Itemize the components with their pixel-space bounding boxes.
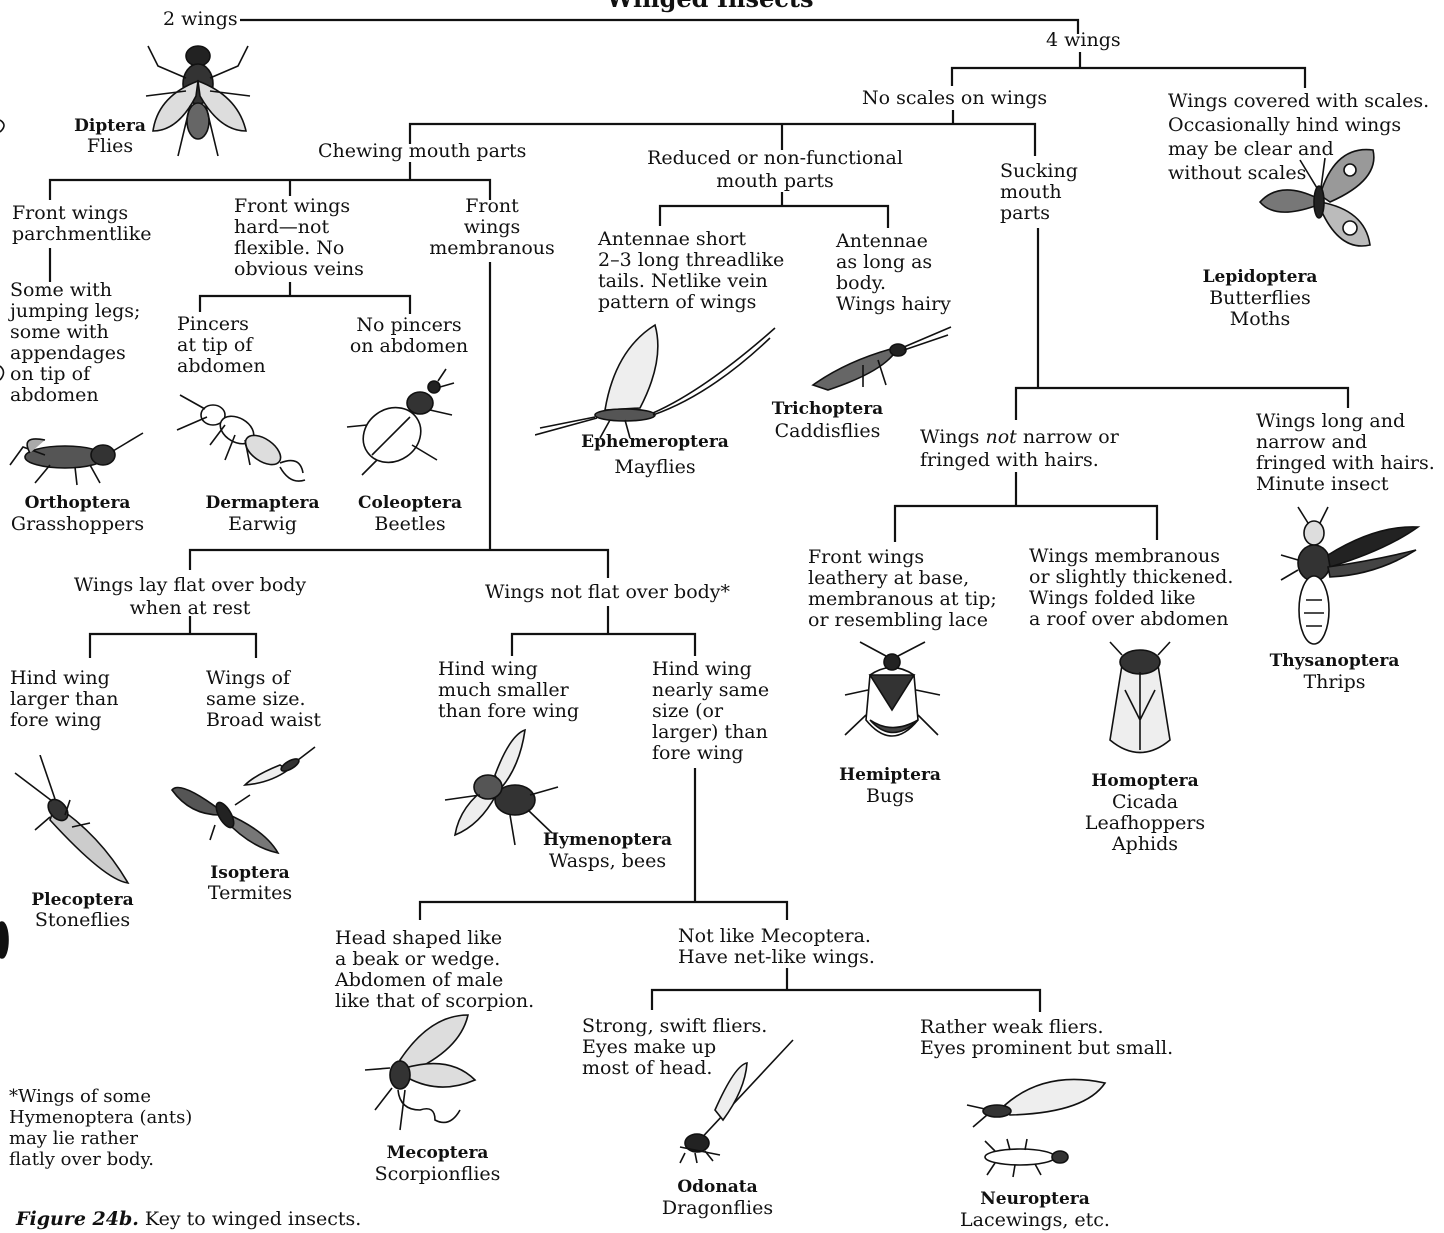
common-isoptera: Termites <box>207 882 293 904</box>
common-neuroptera: Lacewings, etc. <box>960 1209 1110 1231</box>
order-dermaptera: Dermaptera <box>205 493 320 513</box>
order-neuroptera: Neuroptera <box>980 1189 1090 1209</box>
order-thysanoptera: Thysanoptera <box>1269 651 1400 671</box>
label-leathery: Front wings leathery at base, membranous… <box>808 546 997 631</box>
label-beak: Head shaped like a beak or wedge. Abdome… <box>335 927 535 1012</box>
label-not-narrow: Wings not narrow or fringed with hairs. <box>920 426 1119 471</box>
order-mecoptera: Mecoptera <box>386 1143 489 1163</box>
footnote: *Wings of some Hymenoptera (ants) may li… <box>9 1086 193 1170</box>
label-sucking: Sucking mouth parts <box>1000 160 1078 224</box>
caddisfly-illustration <box>811 326 952 391</box>
label-scales: Wings covered with scales. Occasionally … <box>1168 90 1430 184</box>
label-weak-fliers: Rather weak fliers. Eyes prominent but s… <box>920 1016 1174 1059</box>
fly-illustration <box>145 45 251 157</box>
common-odonata: Dragonflies <box>661 1197 774 1219</box>
label-antennae-long: Antennae as long as body. Wings hairy <box>836 230 951 315</box>
common-trichoptera: Caddisflies <box>774 420 881 442</box>
scorpionfly-illustration <box>364 1014 477 1131</box>
termite-illustration <box>170 746 316 855</box>
order-hymenoptera: Hymenoptera <box>543 830 672 850</box>
common-hymenoptera: Wasps, bees <box>548 850 667 872</box>
common-coleoptera: Beetles <box>374 513 446 535</box>
order-homoptera: Homoptera <box>1091 771 1199 791</box>
label-front-parchment: Front wings parchmentlike <box>12 202 152 245</box>
diagram-title: Winged Insects <box>560 0 860 12</box>
order-hemiptera: Hemiptera <box>839 765 941 785</box>
common-mecoptera: Scorpionflies <box>374 1163 501 1185</box>
order-ephemeroptera: Ephemeroptera <box>581 432 729 452</box>
label-front-hard: Front wings hard—not flexible. No obviou… <box>234 195 364 280</box>
figure-caption: Figure 24b. Key to winged insects. <box>16 1208 362 1230</box>
butterfly-illustration <box>1258 148 1375 247</box>
common-plecoptera: Stoneflies <box>34 909 131 931</box>
order-trichoptera: Trichoptera <box>771 399 884 419</box>
cicada-illustration <box>1109 641 1171 754</box>
dragonfly-illustration <box>679 1039 794 1164</box>
order-coleoptera: Coleoptera <box>357 493 462 513</box>
beetle-illustration <box>346 368 455 476</box>
order-orthoptera: Orthoptera <box>24 493 131 513</box>
lacewing-illustration <box>966 1078 1107 1178</box>
label-jumping: Some with jumping legs; some with append… <box>10 279 141 406</box>
scan-edge-marks <box>0 119 9 959</box>
common-hemiptera: Bugs <box>865 785 915 807</box>
common-diptera: Flies <box>86 135 134 157</box>
order-lepidoptera: Lepidoptera <box>1202 267 1318 287</box>
label-not-flat: Wings not flat over body* <box>485 581 731 603</box>
common-homoptera: Cicada Leafhoppers Aphids <box>1084 791 1206 855</box>
label-pincers: Pincers at tip of abdomen <box>177 313 266 377</box>
order-diptera: Diptera <box>74 116 146 136</box>
common-dermaptera: Earwig <box>228 513 297 535</box>
common-ephemeroptera: Mayflies <box>614 456 696 478</box>
label-hind-same: Hind wing nearly same size (or larger) t… <box>652 658 770 764</box>
label-front-membranous: Front wings membranous <box>429 195 555 259</box>
order-isoptera: Isoptera <box>210 863 290 883</box>
label-long-narrow: Wings long and narrow and fringed with h… <box>1256 410 1435 495</box>
label-4-wings: 4 wings <box>1046 29 1121 51</box>
label-no-pincers: No pincers on abdomen <box>349 314 469 357</box>
common-orthoptera: Grasshoppers <box>10 513 145 535</box>
bug-illustration <box>844 641 941 737</box>
label-2-wings: 2 wings <box>163 8 238 30</box>
label-antennae-short: Antennae short 2–3 long threadlike tails… <box>598 228 785 313</box>
wasp-illustration <box>444 728 559 846</box>
label-roof: Wings membranous or slightly thickened. … <box>1029 545 1234 630</box>
common-thysanoptera: Thrips <box>1303 671 1366 693</box>
grasshopper-illustration <box>9 432 144 486</box>
label-hind-larger: Hind wing larger than fore wing <box>10 667 119 731</box>
earwig-illustration <box>176 394 306 482</box>
label-reduced: Reduced or non-functional mouth parts <box>647 147 903 192</box>
thrips-illustration <box>1280 506 1421 645</box>
label-hind-smaller: Hind wing much smaller than fore wing <box>438 658 580 722</box>
stonefly-illustration <box>14 755 130 885</box>
label-no-scales: No scales on wings <box>862 87 1048 109</box>
label-flat: Wings lay flat over body when at rest <box>73 574 307 619</box>
label-strong-fliers: Strong, swift fliers. Eyes make up most … <box>582 1015 768 1079</box>
common-lepidoptera: Butterflies Moths <box>1209 287 1311 330</box>
order-plecoptera: Plecoptera <box>31 890 134 910</box>
label-not-mecoptera: Not like Mecoptera. Have net-like wings. <box>678 925 875 968</box>
order-odonata: Odonata <box>677 1177 758 1197</box>
label-chewing: Chewing mouth parts <box>318 140 527 162</box>
label-same-size: Wings of same size. Broad waist <box>206 667 322 731</box>
mayfly-illustration <box>535 323 776 439</box>
